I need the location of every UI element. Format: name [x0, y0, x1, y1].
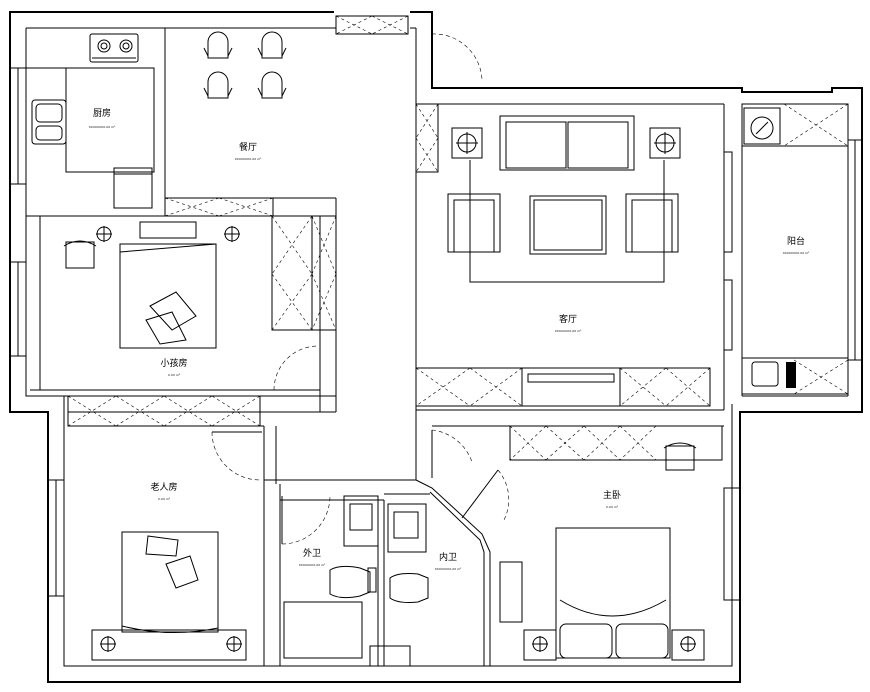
living-room: 客厅 XXXXXXXX.XX m²	[415, 103, 711, 407]
windows	[9, 67, 863, 601]
wardrobe-icon	[271, 215, 337, 331]
inner-bath-area: XXXXXXXX.XX m²	[435, 567, 462, 571]
elder-bedroom-label: 老人房	[150, 481, 177, 493]
elder-bedroom-area: X.XX m²	[158, 497, 171, 501]
bed-icon	[555, 527, 671, 659]
chair-icon	[663, 442, 697, 471]
tv-cabinet-icon	[415, 367, 711, 407]
dining: 餐厅 XXXXXXXX.XX m²	[203, 15, 409, 161]
small-bedroom: 小孩房 X.XX m²	[63, 197, 337, 377]
small-bedroom-area: X.XX m²	[168, 373, 181, 377]
door-swing-icon	[211, 33, 510, 550]
master-bedroom: 主卧 X.XX m²	[499, 425, 723, 661]
kitchen-label: 厨房	[93, 107, 111, 119]
chair-icon	[63, 226, 240, 269]
living-area: XXXXXXXX.XX m²	[555, 329, 582, 333]
outer-walls	[9, 11, 863, 683]
balcony: 阳台 XXXXXXXX.XX m²	[741, 103, 849, 395]
bed-icon	[119, 221, 217, 349]
dining-area: XXXXXXXX.XX m²	[235, 157, 262, 161]
kitchen: 厨房 XXXXXXXX.XX m²	[26, 33, 155, 209]
bed-icon	[121, 531, 219, 633]
lamp-icon	[451, 127, 681, 159]
elder-bedroom: 老人房 X.XX m²	[91, 481, 247, 661]
balcony-area: XXXXXXXX.XX m²	[783, 251, 810, 255]
master-bedroom-label: 主卧	[603, 489, 621, 501]
sink-icon	[31, 99, 67, 145]
washer-icon	[743, 107, 781, 145]
toilet-icon	[389, 573, 429, 603]
dining-label: 餐厅	[239, 141, 257, 153]
kitchen-area: XXXXXXXX.XX m²	[89, 125, 116, 129]
small-bedroom-label: 小孩房	[160, 357, 187, 369]
inner-bathroom: 内卫 XXXXXXXX.XX m²	[369, 503, 462, 667]
interior-walls	[26, 28, 724, 666]
outer-bathroom: 外卫 XXXXXXXX.XX m²	[283, 495, 379, 659]
toilet-icon	[329, 565, 377, 599]
chair-icon	[203, 31, 287, 99]
corridor-cabinet	[67, 395, 261, 427]
master-bedroom-area: X.XX m²	[606, 505, 619, 509]
stove-icon	[89, 33, 139, 63]
balcony-label: 阳台	[787, 235, 805, 247]
outer-bath-area: XXXXXXXX.XX m²	[299, 563, 326, 567]
living-label: 客厅	[559, 313, 577, 325]
sofa-icon	[447, 115, 679, 283]
inner-bath-label: 内卫	[439, 551, 457, 563]
outer-bath-label: 外卫	[303, 547, 321, 559]
